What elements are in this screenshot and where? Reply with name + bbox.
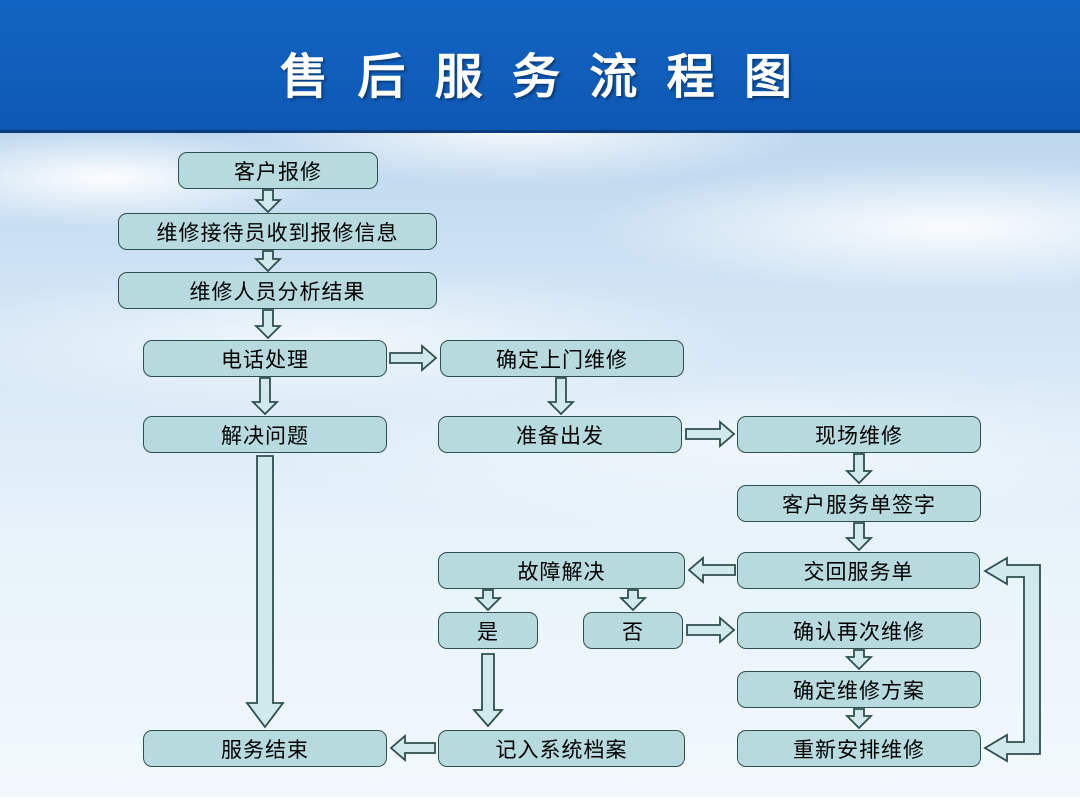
node-repair-plan: 确定维修方案 [737, 671, 981, 708]
node-phone-handle: 电话处理 [143, 340, 387, 377]
node-prepare-depart: 准备出发 [438, 416, 682, 453]
node-customer-report: 客户报修 [178, 152, 378, 189]
node-record-file: 记入系统档案 [438, 730, 685, 767]
node-analyze-result: 维修人员分析结果 [118, 272, 437, 309]
node-onsite-repair: 现场维修 [737, 416, 981, 453]
node-customer-sign: 客户服务单签字 [737, 485, 981, 522]
title-banner: 售 后 服 务 流 程 图 [0, 0, 1080, 133]
node-confirm-again: 确认再次维修 [737, 612, 981, 649]
node-solve-problem: 解决问题 [143, 416, 387, 453]
page-title: 售 后 服 务 流 程 图 [279, 51, 801, 104]
node-return-form: 交回服务单 [737, 552, 980, 589]
node-service-end: 服务结束 [143, 730, 387, 767]
node-no: 否 [583, 612, 683, 649]
node-yes: 是 [438, 612, 538, 649]
node-fault-resolved: 故障解决 [438, 552, 685, 589]
node-receive-info: 维修接待员收到报修信息 [118, 213, 437, 250]
node-onsite-confirm: 确定上门维修 [440, 340, 684, 377]
bottom-margin [0, 797, 1080, 810]
node-reschedule: 重新安排维修 [737, 730, 981, 767]
